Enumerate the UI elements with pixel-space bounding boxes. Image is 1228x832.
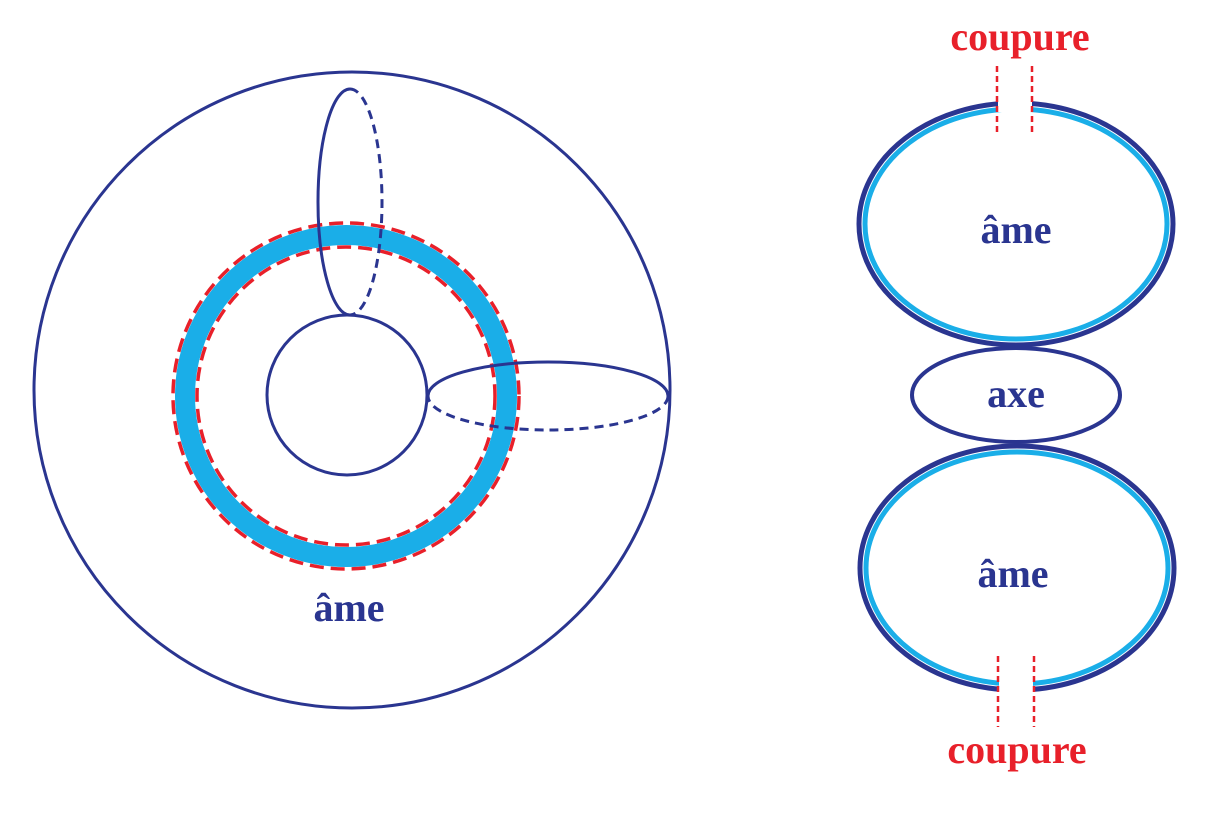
top-cut-gap xyxy=(998,94,1032,112)
meridian-disc-top xyxy=(426,360,670,397)
meridian-disc-back xyxy=(349,87,384,317)
axis-ellipse xyxy=(910,346,1122,444)
torus-inner-circle xyxy=(265,313,429,477)
core-outer-dashed-circle xyxy=(171,221,521,571)
bottom-cut-label: coupure xyxy=(947,727,1086,772)
top-cut-label: coupure xyxy=(950,14,1089,59)
torus-view: âme xyxy=(32,70,672,710)
upper-core-label: âme xyxy=(980,207,1051,252)
axis-label: axe xyxy=(987,371,1045,416)
core-inner-dashed-circle xyxy=(195,245,497,547)
torus-core-ring xyxy=(175,225,517,567)
meridian-disc-front xyxy=(316,87,351,317)
torus-core-label: âme xyxy=(313,585,384,630)
torus-outer-circle xyxy=(32,70,672,710)
meridian-disc-bottom xyxy=(426,395,670,432)
cross-section-view: âme axe âme coupure coupure xyxy=(856,14,1177,772)
lower-core-label: âme xyxy=(977,551,1048,596)
bottom-cut-gap xyxy=(999,676,1033,694)
